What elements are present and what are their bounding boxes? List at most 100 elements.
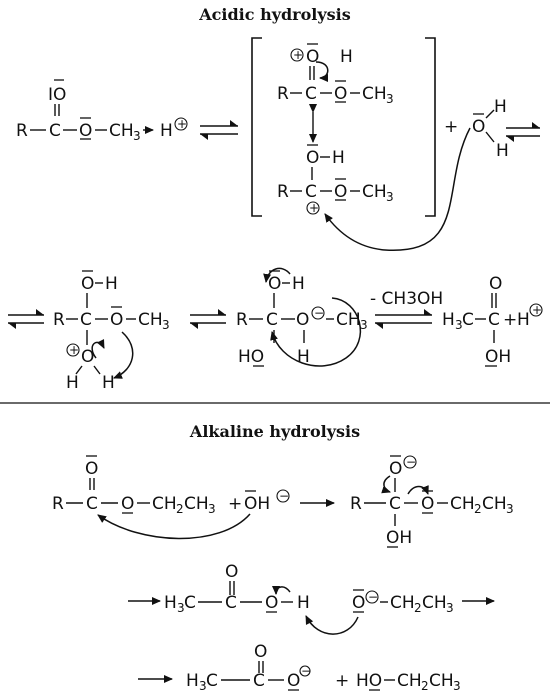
svg-text:3: 3 [177,601,185,615]
svg-text:HO: HO [356,671,382,691]
svg-text:OH: OH [485,347,511,367]
svg-text:OH: OH [244,494,270,514]
svg-text:C: C [305,84,317,104]
svg-text:C: C [206,671,218,691]
svg-text:CH: CH [138,310,163,330]
bracket-left [251,37,262,217]
svg-text:HO: HO [238,347,264,367]
svg-text:C: C [253,671,265,691]
svg-text:−: − [406,455,416,469]
svg-text:3: 3 [386,92,394,106]
svg-text:H: H [297,593,310,613]
svg-text:O: O [81,347,94,367]
svg-text:+: + [503,310,517,330]
equilibrium-arrow-1 [200,120,238,140]
svg-text:H: H [494,97,507,117]
svg-text:CH: CH [390,593,415,613]
svg-text:R: R [277,84,289,104]
svg-text:CH: CH [336,310,361,330]
svg-text:3: 3 [506,502,514,516]
svg-text:IO: IO [48,85,66,105]
svg-text:C: C [389,494,401,514]
svg-text:H: H [332,148,345,168]
svg-text:R: R [350,494,362,514]
svg-text:−: − [368,590,378,604]
svg-text:O: O [472,117,485,137]
svg-text:O: O [334,182,347,202]
svg-text:O: O [254,642,267,662]
svg-text:CH: CH [109,121,134,141]
svg-text:H: H [186,671,199,691]
svg-text:C: C [49,121,61,141]
svg-text:R: R [16,121,28,141]
svg-text:O: O [121,494,134,514]
tetrahedral-intermediate-1: O H R C O CH 3 + O H H [53,270,170,393]
svg-text:+: + [335,671,349,691]
svg-text:R: R [277,182,289,202]
svg-text:+: + [69,343,79,357]
svg-text:C: C [266,310,278,330]
svg-text:C: C [488,310,500,330]
svg-text:O: O [265,593,278,613]
svg-text:CH: CH [362,182,387,202]
svg-text:C: C [86,494,98,514]
svg-text:CH: CH [184,494,209,514]
svg-text:H: H [340,47,353,67]
svg-text:H: H [496,141,509,161]
svg-text:O: O [296,310,309,330]
equilibrium-arrow-3 [190,309,226,329]
svg-text:+: + [444,117,458,137]
svg-text:C: C [305,182,317,202]
svg-text:O: O [352,593,365,613]
carboxylic-acid-product: O H 3 C C + H + OH [442,274,543,367]
methanol-loss: - CH3OH [370,289,443,329]
svg-text:CH: CH [362,84,387,104]
tetrahedral-intermediate-2: O H R C O − CH 3 HO H [236,267,368,367]
svg-text:R: R [52,494,64,514]
svg-text:O: O [79,121,92,141]
carbocation-form: O H R C O CH 3 + [277,144,394,215]
nucleophilic-attack-arrow [324,127,471,251]
svg-text:3: 3 [455,318,463,332]
svg-text:CH: CH [422,593,447,613]
svg-text:OH: OH [386,528,412,548]
svg-text:H: H [164,593,177,613]
svg-text:2: 2 [176,502,184,516]
protonated-carbonyl-form: + O H R C O CH 3 [277,43,394,106]
svg-text:+: + [293,48,303,62]
svg-text:+: + [309,201,319,215]
svg-text:2: 2 [474,502,482,516]
svg-text:2: 2 [421,679,429,693]
svg-text:H: H [66,373,79,393]
svg-text:H: H [160,121,173,141]
svg-text:2: 2 [414,601,422,615]
ethoxide-ion: O − CH 2 CH 3 [305,589,454,635]
svg-text:H: H [517,310,530,330]
svg-text:+: + [228,494,242,514]
svg-text:H: H [105,274,118,294]
svg-text:H: H [102,373,115,393]
svg-text:−: − [314,306,324,320]
svg-text:3: 3 [386,190,394,204]
svg-text:C: C [80,310,92,330]
svg-text:O: O [110,310,123,330]
carboxylic-acid-intermediate: O H 3 C C O H [164,562,310,615]
svg-text:−: − [301,664,311,678]
alkaline-ester-reactant: O R C O CH 2 CH 3 + OH − [52,455,290,540]
svg-text:3: 3 [446,601,454,615]
svg-text:+: + [532,303,542,317]
svg-text:−: − [279,489,289,503]
svg-text:O: O [85,459,98,479]
svg-text:CH: CH [152,494,177,514]
alkaline-title: Alkaline hydrolysis [189,422,360,441]
svg-text:C: C [184,593,196,613]
svg-text:CH: CH [429,671,454,691]
svg-text:CH: CH [397,671,422,691]
svg-text:+: + [177,117,187,131]
svg-text:H: H [442,310,455,330]
svg-text:O: O [287,671,300,691]
svg-text:O: O [268,274,281,294]
acid-ester-reactant: IO R C O CH 3 H + [16,79,188,143]
svg-text:O: O [225,562,238,582]
bracket-right [425,37,436,217]
